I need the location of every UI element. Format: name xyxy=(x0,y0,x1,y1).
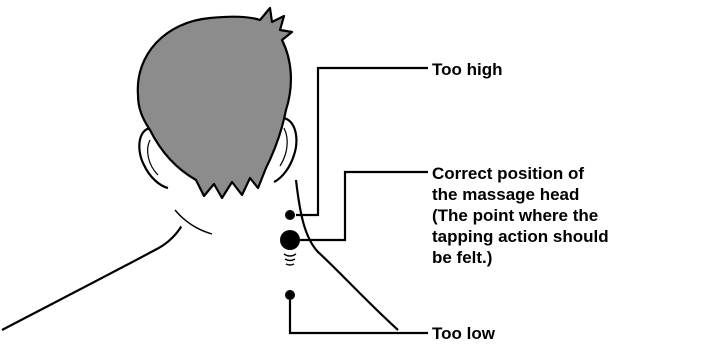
right-shoulder-outline xyxy=(294,179,399,331)
correct-position-line: Correct position of xyxy=(432,164,585,183)
right-ear-inner xyxy=(279,127,288,167)
too-high-marker xyxy=(285,210,295,220)
neck-skin xyxy=(155,170,290,245)
too-low-label: Too low xyxy=(432,324,495,343)
correct-position-line: the massage head xyxy=(432,185,580,204)
correct-position-label: Correct position of the massage head (Th… xyxy=(432,163,700,268)
too-low-leader xyxy=(288,300,428,335)
neck-fold-left xyxy=(174,209,213,235)
too-high-leader xyxy=(296,66,428,217)
left-ear-inner xyxy=(147,139,159,176)
correct-position-leader xyxy=(300,170,428,242)
shoulder-outline xyxy=(1,199,192,331)
hair xyxy=(136,6,294,200)
correct-position-line: tapping action should xyxy=(432,227,609,246)
too-low-marker xyxy=(285,290,295,300)
correct-position-line: (The point where the xyxy=(432,206,599,225)
tapping-indicator xyxy=(283,253,297,266)
too-high-label: Too high xyxy=(432,60,503,79)
correct-position-line: be felt.) xyxy=(432,248,493,267)
correct-position-marker xyxy=(280,230,300,250)
left-ear xyxy=(138,126,169,190)
